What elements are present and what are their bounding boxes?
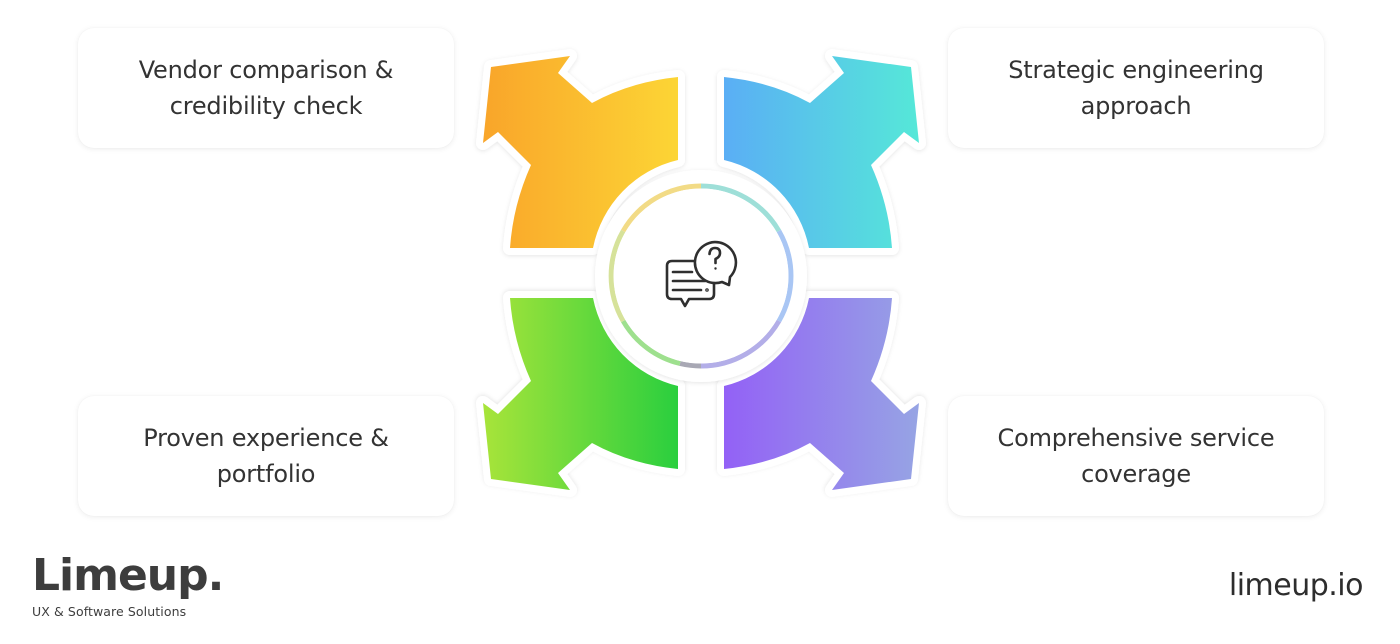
card-proven-experience: Proven experience & portfolio <box>78 396 454 516</box>
logo-tagline: UX & Software Solutions <box>32 604 187 619</box>
center-hub <box>595 170 807 382</box>
card-vendor-comparison: Vendor comparison & credibility check <box>78 28 454 148</box>
chat-bubbles-question-icon <box>665 240 738 308</box>
website-url: limeup.io <box>1228 568 1364 603</box>
card-label: Strategic engineering approach <box>1008 56 1264 120</box>
card-strategic-engineering: Strategic engineering approach <box>948 28 1324 148</box>
center-ring <box>608 183 794 369</box>
card-label: Proven experience & portfolio <box>143 424 389 488</box>
card-label: Vendor comparison & credibility check <box>138 56 394 120</box>
card-comprehensive-service: Comprehensive service coverage <box>948 396 1324 516</box>
limeup-logo: Limeup. UX & Software Solutions <box>32 550 224 620</box>
logo-wordmark: Limeup. <box>32 550 224 601</box>
card-label: Comprehensive service coverage <box>997 424 1275 488</box>
